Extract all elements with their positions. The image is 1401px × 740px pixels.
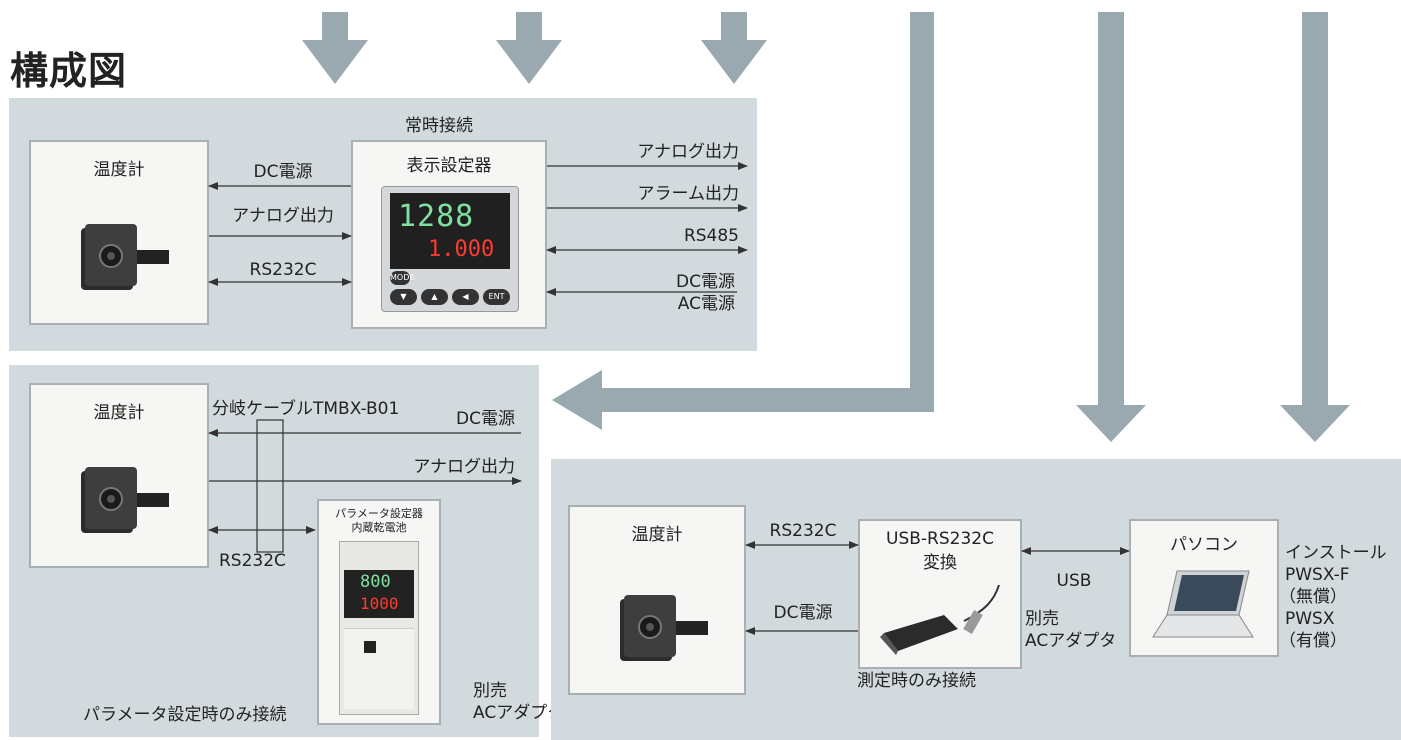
label-rs485: RS485 [683, 226, 739, 246]
flow-arrow-bent [552, 12, 934, 430]
param-digits-bottom: 1000 [360, 594, 399, 613]
display-unit-image: 1288 1.000 MODE ▼ ▲ ◀ ENT [381, 186, 519, 312]
battery-compartment [344, 628, 414, 709]
display-unit-box: 表示設定器 1288 1.000 MODE ▼ ▲ ◀ ENT [351, 140, 547, 329]
measurement-caption: 測定時のみ接続 [857, 671, 976, 691]
flow-arrows-top [302, 12, 767, 84]
pc-box: パソコン [1129, 519, 1279, 657]
display-unit-label: 表示設定器 [406, 156, 492, 176]
thermometer-label: 温度計 [93, 160, 145, 180]
thermometer-box: 温度計 [29, 140, 209, 325]
panel-measurement: 温度計 RS232C DC電源 USB-RS232C 変換 USB 別売 ACア… [551, 459, 1401, 740]
usb-converter-box: USB-RS232C 変換 [858, 519, 1022, 669]
label-rs232c: RS232C [219, 551, 286, 571]
display-button-row: ▼ ▲ ◀ ENT [390, 289, 510, 305]
power-switch[interactable] [364, 641, 376, 653]
panel-parameter-setting: 温度計 分岐ケーブルTMBX-B01 DC電源 アナログ出力 RS232C パラ… [9, 365, 564, 737]
up-button[interactable]: ▲ [421, 289, 448, 305]
thermometer-box: 温度計 [568, 505, 746, 695]
adapter-label-1: 別売 [1025, 609, 1059, 629]
mode-button[interactable]: MODE [390, 271, 414, 285]
free-label: （無償） [1279, 587, 1347, 607]
param-caption: パラメータ設定時のみ接続 [83, 705, 287, 725]
label-analog-out: アナログ出力 [232, 206, 334, 226]
param-battery-label: 内蔵乾電池 [351, 521, 407, 534]
pwsx-label: PWSX [1285, 609, 1335, 629]
param-setter-image: 800 1000 [339, 541, 419, 715]
adapter-label-2: ACアダプタ [1025, 631, 1117, 651]
flow-arrows-right [1076, 12, 1350, 442]
label-alarm-output: アラーム出力 [637, 184, 740, 204]
laptop-image [1152, 570, 1254, 638]
parameter-setter-box: パラメータ設定器 内蔵乾電池 800 1000 [317, 499, 441, 725]
display-screen: 1288 1.000 [390, 193, 510, 269]
sensor-image [81, 224, 169, 290]
converter-label-1: USB-RS232C [886, 529, 994, 549]
param-screen: 800 1000 [344, 570, 414, 618]
down-button[interactable]: ▼ [390, 289, 417, 305]
branch-cable-label: 分岐ケーブルTMBX-B01 [212, 399, 400, 419]
pc-label: パソコン [1170, 535, 1238, 555]
converter-label-2: 変換 [923, 553, 957, 573]
sensor-image [81, 467, 169, 533]
paid-label: （有償） [1279, 631, 1347, 651]
pwsx-f-label: PWSX-F [1285, 565, 1350, 585]
thermometer-box: 温度計 [29, 383, 209, 568]
label-dc-power: DC電源 [456, 409, 515, 429]
label-dc-power: DC電源 [773, 603, 833, 623]
label-dc-power: DC電源 [253, 162, 313, 182]
usb-converter-image [880, 584, 1000, 655]
label-dc-power-in: DC電源 [676, 272, 735, 292]
label-ac-power-in: AC電源 [677, 294, 735, 314]
panel-always-connected: 常時接続 温度計 表示設定器 1288 1.000 MODE ▼ ▲ ◀ ENT [9, 98, 757, 351]
param-setter-label: パラメータ設定器 [335, 507, 423, 520]
display-digits-bottom: 1.000 [428, 237, 495, 262]
adapter-label-1: 別売 [473, 681, 507, 701]
label-usb: USB [1056, 571, 1092, 591]
panel-caption: 常時接続 [405, 116, 473, 136]
top-panel-connectors [208, 162, 748, 296]
install-label: インストール [1285, 543, 1387, 563]
sensor-image [620, 595, 708, 661]
left-button[interactable]: ◀ [452, 289, 479, 305]
thermometer-label: 温度計 [93, 403, 145, 423]
page-title: 構成図 [10, 49, 128, 93]
thermometer-label: 温度計 [631, 525, 683, 545]
param-digits-top: 800 [360, 572, 391, 592]
left-panel-connectors [208, 419, 522, 553]
label-rs232c: RS232C [769, 521, 837, 541]
adapter-label-2: ACアダプタ [473, 703, 565, 723]
enter-button[interactable]: ENT [483, 289, 510, 305]
right-panel-connectors [745, 541, 1130, 635]
label-analog-out: アナログ出力 [413, 457, 515, 477]
label-analog-output: アナログ出力 [637, 142, 739, 162]
label-rs232c: RS232C [249, 260, 317, 280]
display-digits-top: 1288 [398, 199, 475, 234]
